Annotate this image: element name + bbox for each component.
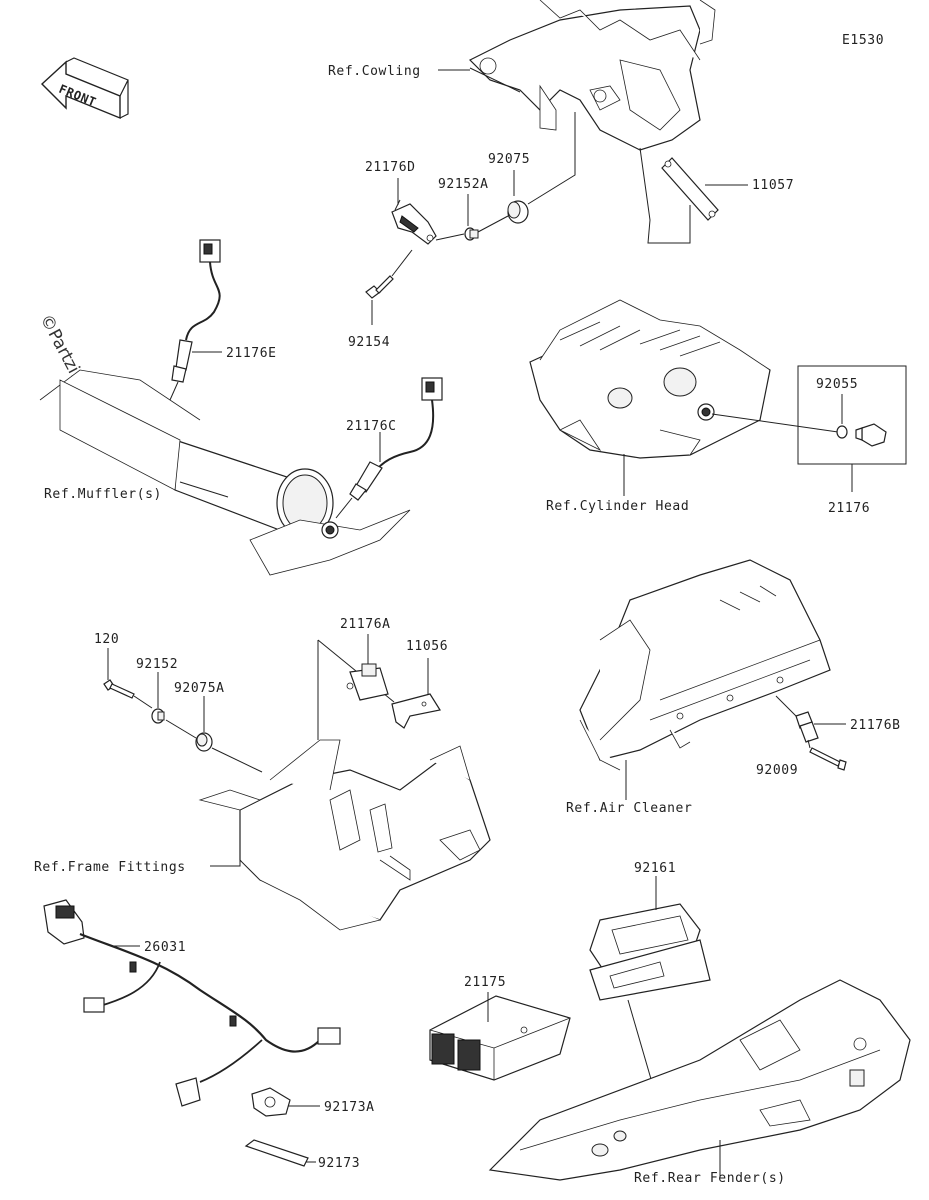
label-92161: 92161 (634, 861, 676, 876)
ref-cowling: Ref.Cowling (328, 64, 421, 79)
ref-frame-fittings: Ref.Frame Fittings (34, 860, 186, 875)
ref-rear-fender: Ref.Rear Fender(s) (634, 1171, 786, 1186)
muffler (39, 369, 411, 576)
rear-fender (488, 979, 911, 1181)
part-120-bolt (103, 679, 135, 699)
part-21176E-sensor (171, 239, 221, 383)
part-92173-band (244, 1139, 309, 1167)
label-92055: 92055 (816, 377, 858, 392)
label-92152A: 92152A (438, 177, 489, 192)
label-11056: 11056 (406, 639, 448, 654)
air-cleaner (579, 559, 831, 771)
part-11056-bracket (391, 693, 441, 729)
ref-muffler: Ref.Muffler(s) (44, 487, 162, 502)
part-92075-grommet (507, 200, 529, 224)
label-92009: 92009 (756, 763, 798, 778)
part-21176D-sensor (391, 199, 437, 245)
label-26031: 26031 (144, 940, 186, 955)
part-21175-ecu (429, 995, 571, 1081)
label-21175: 21175 (464, 975, 506, 990)
part-21176-sensor (855, 423, 887, 447)
diagram-code: E1530 (842, 33, 884, 48)
label-21176C: 21176C (346, 419, 397, 434)
part-92055-washer (836, 425, 848, 439)
part-21176A-sensor (346, 663, 389, 701)
part-92154-bolt (365, 275, 394, 299)
cowling-bracket (468, 0, 716, 151)
label-21176: 21176 (828, 501, 870, 516)
part-26031-harness (43, 899, 341, 1107)
label-92173: 92173 (318, 1156, 360, 1171)
part-11057-plate (661, 157, 719, 221)
front-arrow-icon: FRONT (40, 57, 129, 120)
label-11057: 11057 (752, 178, 794, 193)
label-92075: 92075 (488, 152, 530, 167)
label-92075A: 92075A (174, 681, 225, 696)
part-92173A-clamp (251, 1087, 291, 1117)
label-21176D: 21176D (365, 160, 416, 175)
frame-fittings-bracket (198, 739, 491, 931)
label-92173A: 92173A (324, 1100, 375, 1115)
label-21176E: 21176E (226, 346, 277, 361)
part-92075A-grommet (195, 732, 213, 752)
part-92152-collar (151, 708, 165, 724)
part-21176B-sensor (775, 695, 819, 743)
cylinder-head (529, 299, 771, 459)
part-92161-tray (589, 903, 711, 1001)
label-120: 120 (94, 632, 119, 647)
label-21176B: 21176B (850, 718, 901, 733)
part-92152A-collar (464, 227, 479, 241)
label-92152: 92152 (136, 657, 178, 672)
part-21176C-sensor (349, 377, 443, 501)
label-21176A: 21176A (340, 617, 391, 632)
ref-cylinder-head: Ref.Cylinder Head (546, 499, 689, 514)
ref-air-cleaner: Ref.Air Cleaner (566, 801, 692, 816)
label-92154: 92154 (348, 335, 390, 350)
part-92009-screw (809, 747, 847, 771)
